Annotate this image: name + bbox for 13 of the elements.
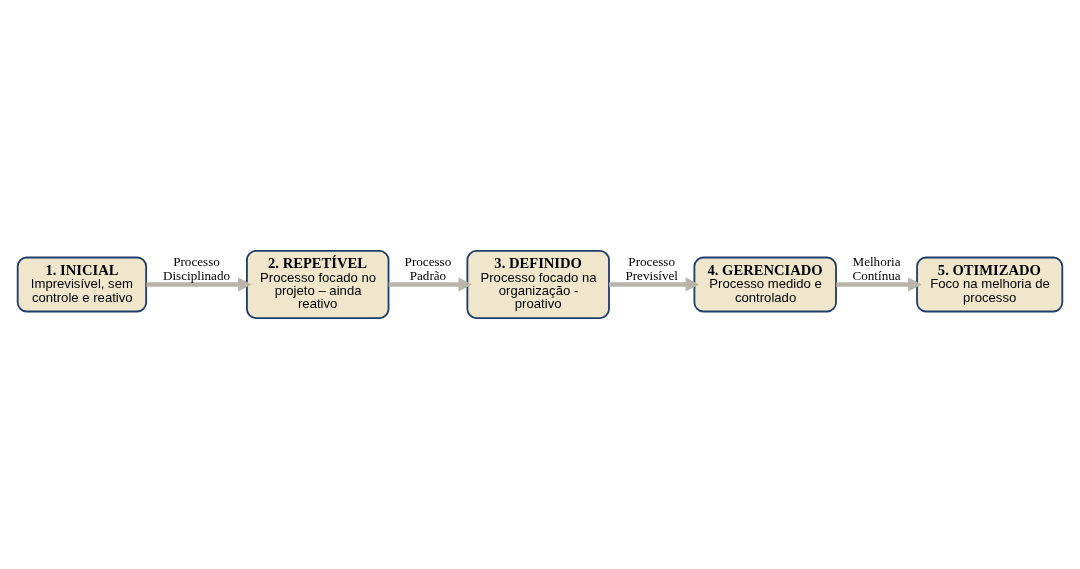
node-box: 1. INICIAL Imprevisível, sem controle e reativo <box>16 256 148 313</box>
node-box: 5. OTIMIZADO Foco na melhoria de processo <box>916 256 1064 313</box>
edge-label: Processo Previsível <box>625 253 678 284</box>
node-box: 3. DEFINIDO Processo focado na organização - proativo <box>466 250 610 319</box>
arrow <box>836 277 922 292</box>
edge-label: Processo Padrão <box>404 253 452 284</box>
arrow <box>146 277 252 292</box>
arrow <box>609 277 700 292</box>
edge-label: Processo Disciplinado <box>163 253 231 284</box>
node-box: 4. GERENCIADO Processo medido e controlado <box>693 256 837 313</box>
arrow <box>388 277 472 292</box>
node-box: 2. REPETÍVEL Processo focado no projeto – ainda reativo <box>246 250 390 319</box>
edge-label: Melhoria Contínua <box>852 253 901 284</box>
